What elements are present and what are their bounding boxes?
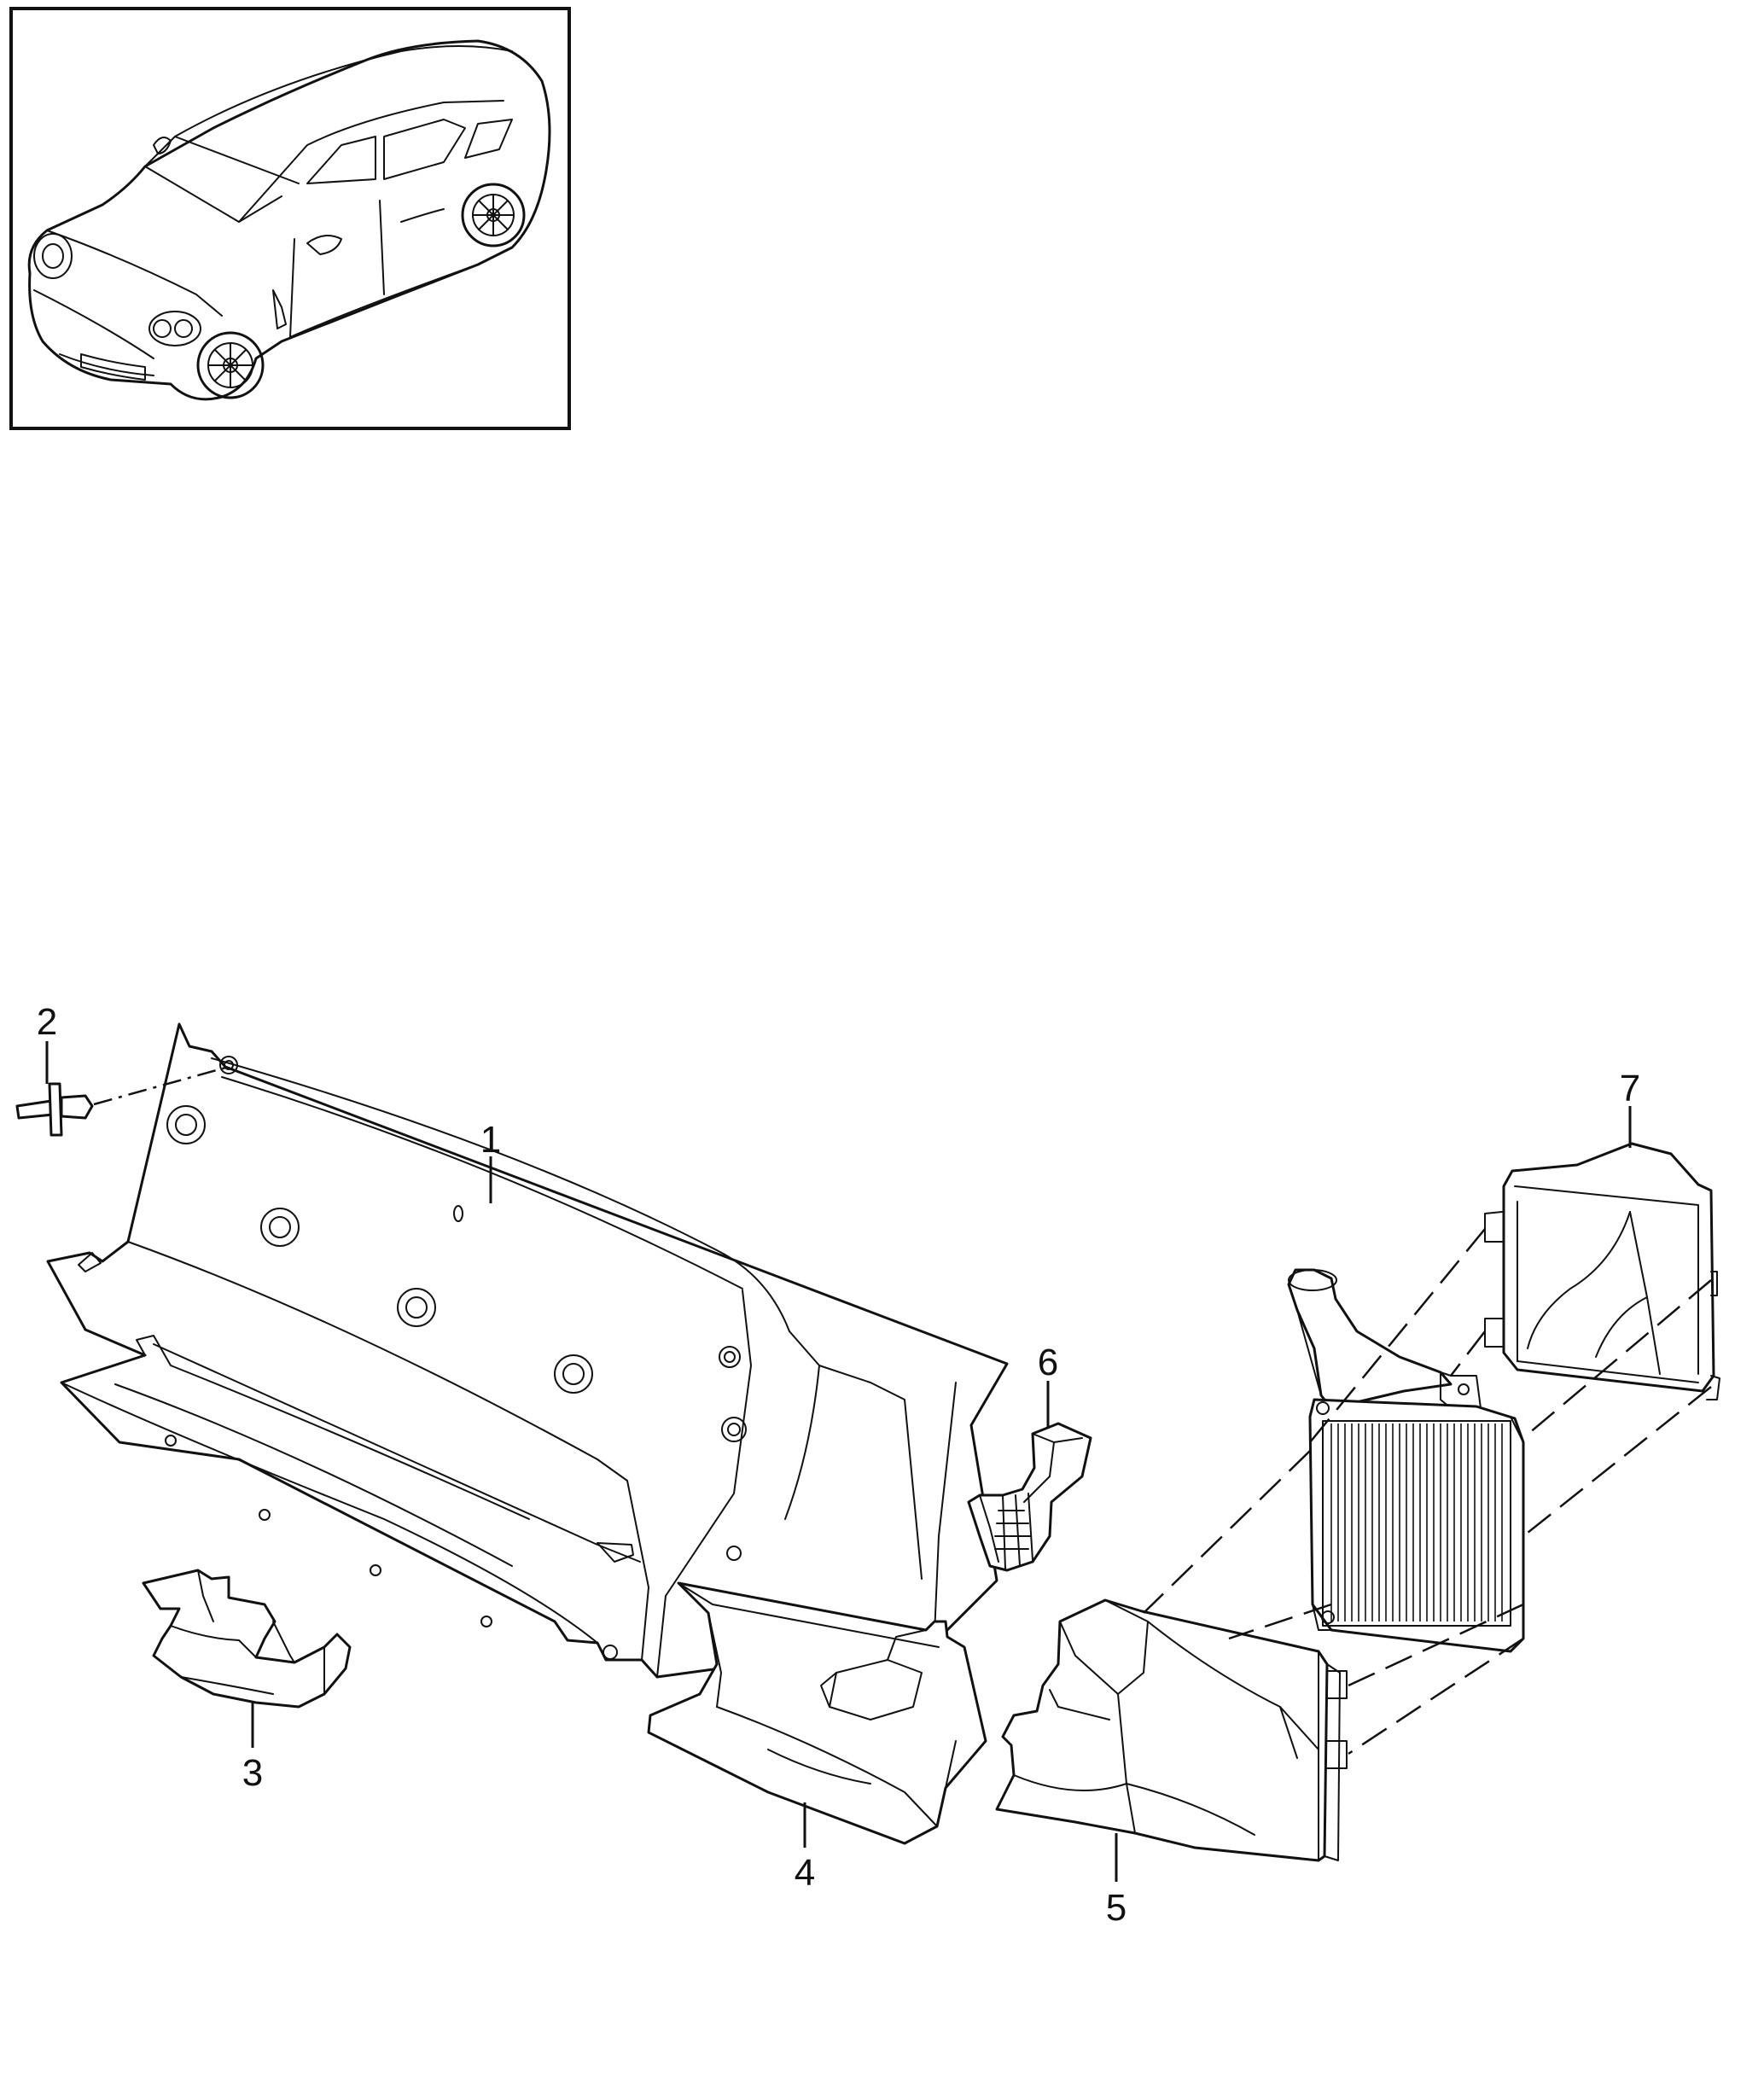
- mounting-point-icon: [165, 1056, 747, 1660]
- callout-labels: 1 2 3 4 5 6 7: [37, 1001, 1640, 1929]
- part-6-duct-grille: [967, 1422, 1092, 1572]
- callout-2: 2: [37, 1001, 57, 1043]
- vehicle-inset: [9, 7, 571, 430]
- callout-5: 5: [1106, 1887, 1127, 1929]
- leader-lines: [45, 1041, 1632, 1882]
- callout-7: 7: [1620, 1068, 1640, 1109]
- part-7-cowl-frame: [1484, 1142, 1720, 1400]
- part-5-air-duct: [995, 1598, 1348, 1862]
- part-1-front-cover-panel: [46, 1022, 1009, 1679]
- part-2-rivet: [15, 1065, 230, 1137]
- radiator-fins-icon: [1330, 1424, 1503, 1621]
- part-4-air-duct: [647, 1581, 987, 1845]
- callout-6: 6: [1038, 1342, 1058, 1383]
- part-3-bracket: [142, 1569, 352, 1709]
- callout-1: 1: [480, 1119, 501, 1161]
- assembly-guide-lines: [1143, 1228, 1712, 1755]
- callout-4: 4: [795, 1852, 815, 1894]
- callout-3: 3: [242, 1752, 263, 1794]
- car-sketch-icon: [27, 39, 551, 401]
- intercooler-assembly: [1287, 1268, 1525, 1653]
